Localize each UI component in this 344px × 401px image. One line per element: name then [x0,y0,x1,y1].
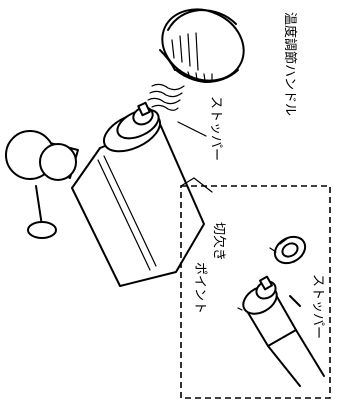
temperature-handle [159,8,245,83]
detail-box [180,177,331,399]
stopper-leader-line [177,121,207,137]
stopper-detail-label: ストッパー [310,274,325,339]
faucet-body [71,101,205,287]
stopper-label: ストッパー [208,96,223,161]
point-label: ポイント [192,262,207,314]
notch-part [269,235,307,265]
temperature-handle-label: 温度調節ハンドル [282,12,298,116]
spindle-detail [237,275,325,387]
notch-label: 切欠き [211,222,227,261]
side-knob [5,130,79,239]
spray-marks [147,83,185,111]
